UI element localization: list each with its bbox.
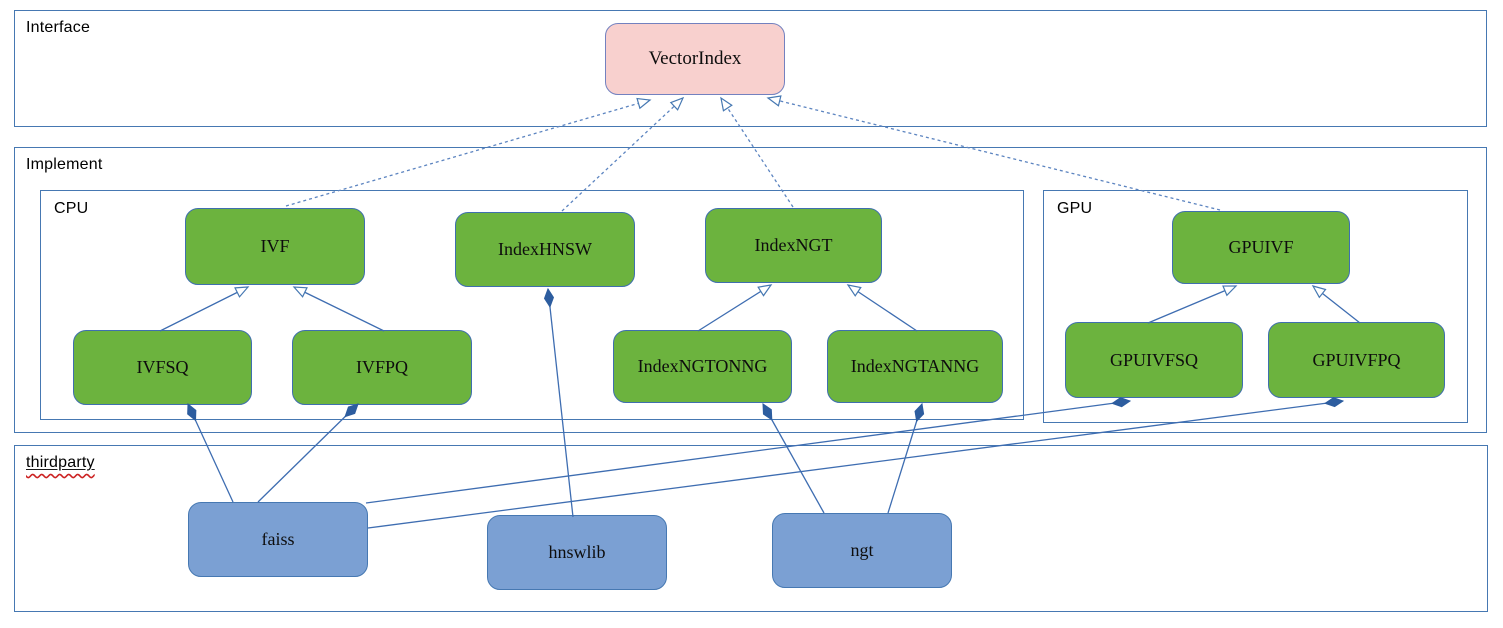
node-gpuivfpq-label: GPUIVFPQ bbox=[1312, 349, 1401, 370]
node-ivfpq: IVFPQ bbox=[292, 330, 472, 405]
interface-label: Interface bbox=[26, 19, 91, 36]
node-gpuivfsq-label: GPUIVFSQ bbox=[1109, 349, 1199, 370]
implement-label: Implement bbox=[26, 156, 103, 173]
node-gpuivfsq: GPUIVFSQ bbox=[1065, 322, 1243, 398]
node-indexngt: IndexNGT bbox=[705, 208, 882, 283]
node-ngt: ngt bbox=[772, 513, 952, 588]
cpu-label: CPU bbox=[54, 200, 89, 217]
node-gpuivf: GPUIVF bbox=[1172, 211, 1350, 284]
node-indexngtanng-label: IndexNGTANNG bbox=[850, 356, 980, 376]
node-indexhnsw-label: IndexHNSW bbox=[498, 239, 592, 259]
gpu-label: GPU bbox=[1057, 200, 1093, 217]
thirdparty-label-text: thirdparty bbox=[26, 454, 95, 471]
node-indexngt-label: IndexNGT bbox=[754, 235, 833, 255]
node-hnswlib: hnswlib bbox=[487, 515, 667, 590]
node-vectorindex-label: VectorIndex bbox=[648, 48, 742, 69]
node-ivf-label: IVF bbox=[260, 236, 290, 256]
node-vectorindex: VectorIndex bbox=[605, 23, 785, 95]
node-indexhnsw: IndexHNSW bbox=[455, 212, 635, 287]
node-faiss: faiss bbox=[188, 502, 368, 577]
node-ivfpq-label: IVFPQ bbox=[355, 357, 408, 377]
node-ivfsq-label: IVFSQ bbox=[136, 357, 189, 377]
node-ngt-label: ngt bbox=[850, 540, 874, 560]
node-gpuivf-label: GPUIVF bbox=[1228, 237, 1294, 257]
node-indexngtonng-label: IndexNGTONNG bbox=[637, 356, 768, 376]
node-ivfsq: IVFSQ bbox=[73, 330, 252, 405]
node-indexngtonng: IndexNGTONNG bbox=[613, 330, 792, 403]
node-indexngtanng: IndexNGTANNG bbox=[827, 330, 1003, 403]
node-ivf: IVF bbox=[185, 208, 365, 285]
node-gpuivfpq: GPUIVFPQ bbox=[1268, 322, 1445, 398]
node-faiss-label: faiss bbox=[261, 529, 295, 549]
thirdparty-label: thirdparty bbox=[26, 454, 95, 472]
node-hnswlib-label: hnswlib bbox=[548, 542, 606, 562]
